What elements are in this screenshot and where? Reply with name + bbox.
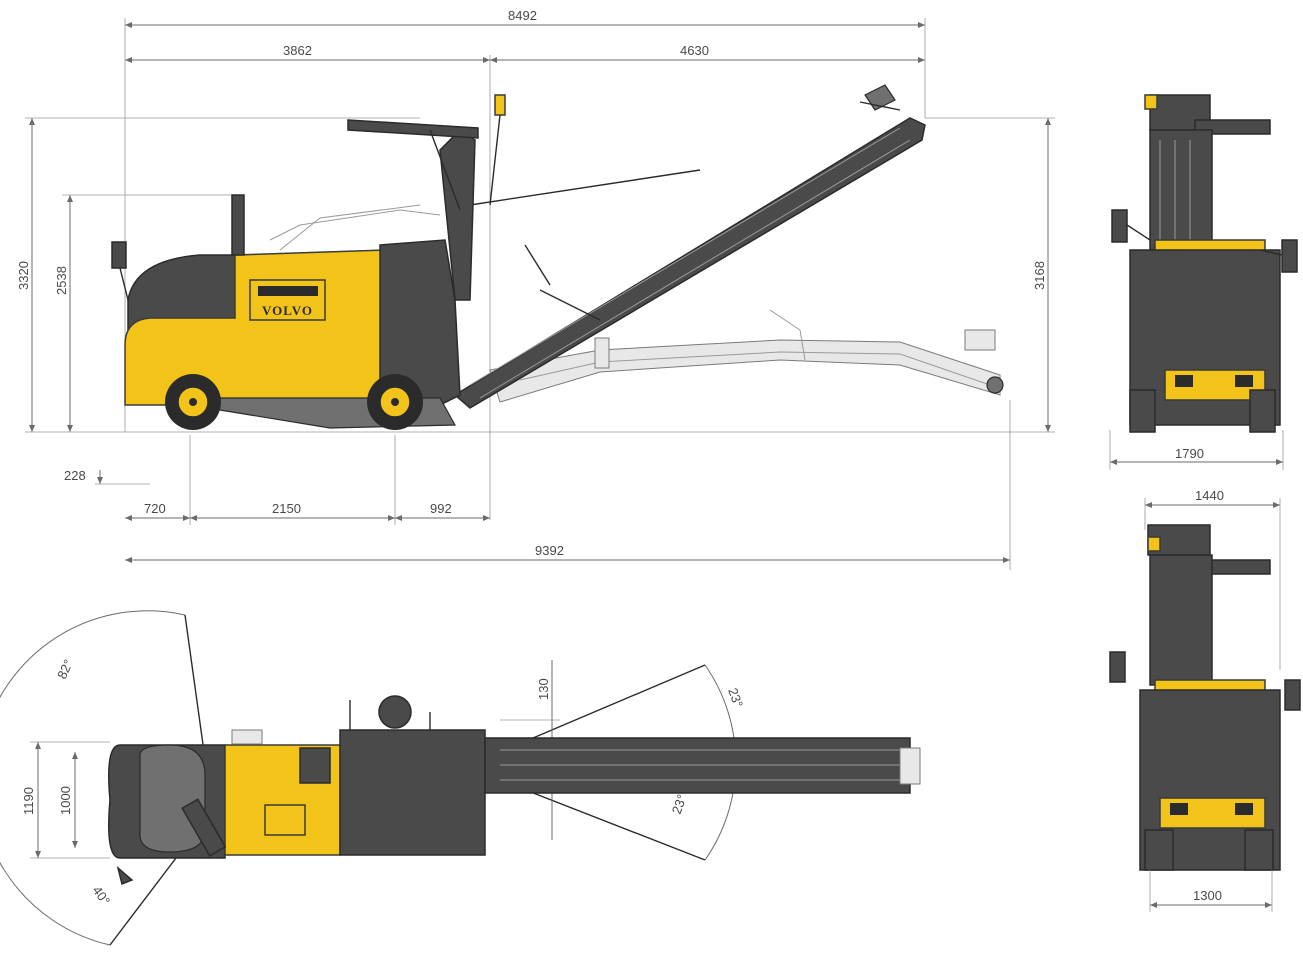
rear-wheel: [367, 374, 423, 430]
dim-bottom-width: 1300: [1193, 888, 1222, 903]
logo-volvo-side: VOLVO: [262, 303, 313, 318]
dim-height-conveyor: 3168: [1032, 261, 1047, 290]
rear-view-top: 1790: [1109, 94, 1298, 470]
machine-body: VOLVO: [111, 94, 506, 429]
conveyor-lowered: [489, 309, 1004, 403]
dimension-height-body: 2538: [54, 194, 240, 432]
dim-overall-extended: 9392: [535, 543, 564, 558]
dim-height-body: 2538: [54, 266, 69, 295]
angle-conveyor-down: 23°: [669, 792, 690, 816]
angle-conveyor-up: 23°: [725, 686, 746, 710]
dimension-wheelbase: 2150: [190, 501, 395, 521]
dimension-height-conveyor: 3168: [925, 117, 1055, 432]
dimension-bottom-width: 1300: [1150, 888, 1272, 908]
dimension-overall-extended: 9392: [125, 543, 1010, 563]
dim-rear-to-drum: 992: [430, 501, 452, 516]
rear-view-bottom: 1440 1300: [1109, 488, 1301, 912]
dim-height-roof: 3320: [16, 261, 31, 290]
dimension-ground-clearance: 228: [64, 468, 150, 485]
dim-front-overhang: 720: [144, 501, 166, 516]
dimension-rear-width: 1790: [1110, 446, 1283, 465]
dimension-height-roof: 3320: [16, 117, 420, 432]
front-wheel: [165, 374, 221, 430]
dimension-width-inner: 1000: [58, 752, 78, 848]
dim-ground-clearance: 228: [64, 468, 86, 483]
top-view: 82° 40° 23° 23° 130 1190 1000: [0, 610, 921, 946]
dim-offset: 130: [536, 678, 551, 700]
angle-steer-up: 82°: [54, 657, 76, 681]
dim-top-width: 1440: [1195, 488, 1224, 503]
dimension-front-section: 3862: [125, 43, 491, 520]
steer-arrow-icon: [116, 865, 134, 886]
side-view: 8492 3862 4630 3320 2538 3168: [16, 8, 1055, 570]
dim-width-inner: 1000: [58, 786, 73, 815]
dim-wheelbase: 2150: [272, 501, 301, 516]
dimension-front-overhang: 720: [125, 501, 190, 521]
dimension-conveyor-section: 4630: [490, 43, 925, 63]
dimension-top-width: 1440: [1145, 488, 1280, 508]
dim-overall-top: 8492: [508, 8, 537, 23]
dim-conveyor-section: 4630: [680, 43, 709, 58]
dimension-rear-to-drum: 992: [395, 501, 490, 521]
dim-width-outer: 1190: [21, 787, 36, 815]
angle-steer-down: 40°: [90, 883, 114, 908]
conveyor-raised: [453, 84, 926, 409]
dim-rear-width: 1790: [1175, 446, 1204, 461]
dimension-width-outer: 1190: [21, 741, 110, 859]
dim-front-section: 3862: [283, 43, 312, 58]
